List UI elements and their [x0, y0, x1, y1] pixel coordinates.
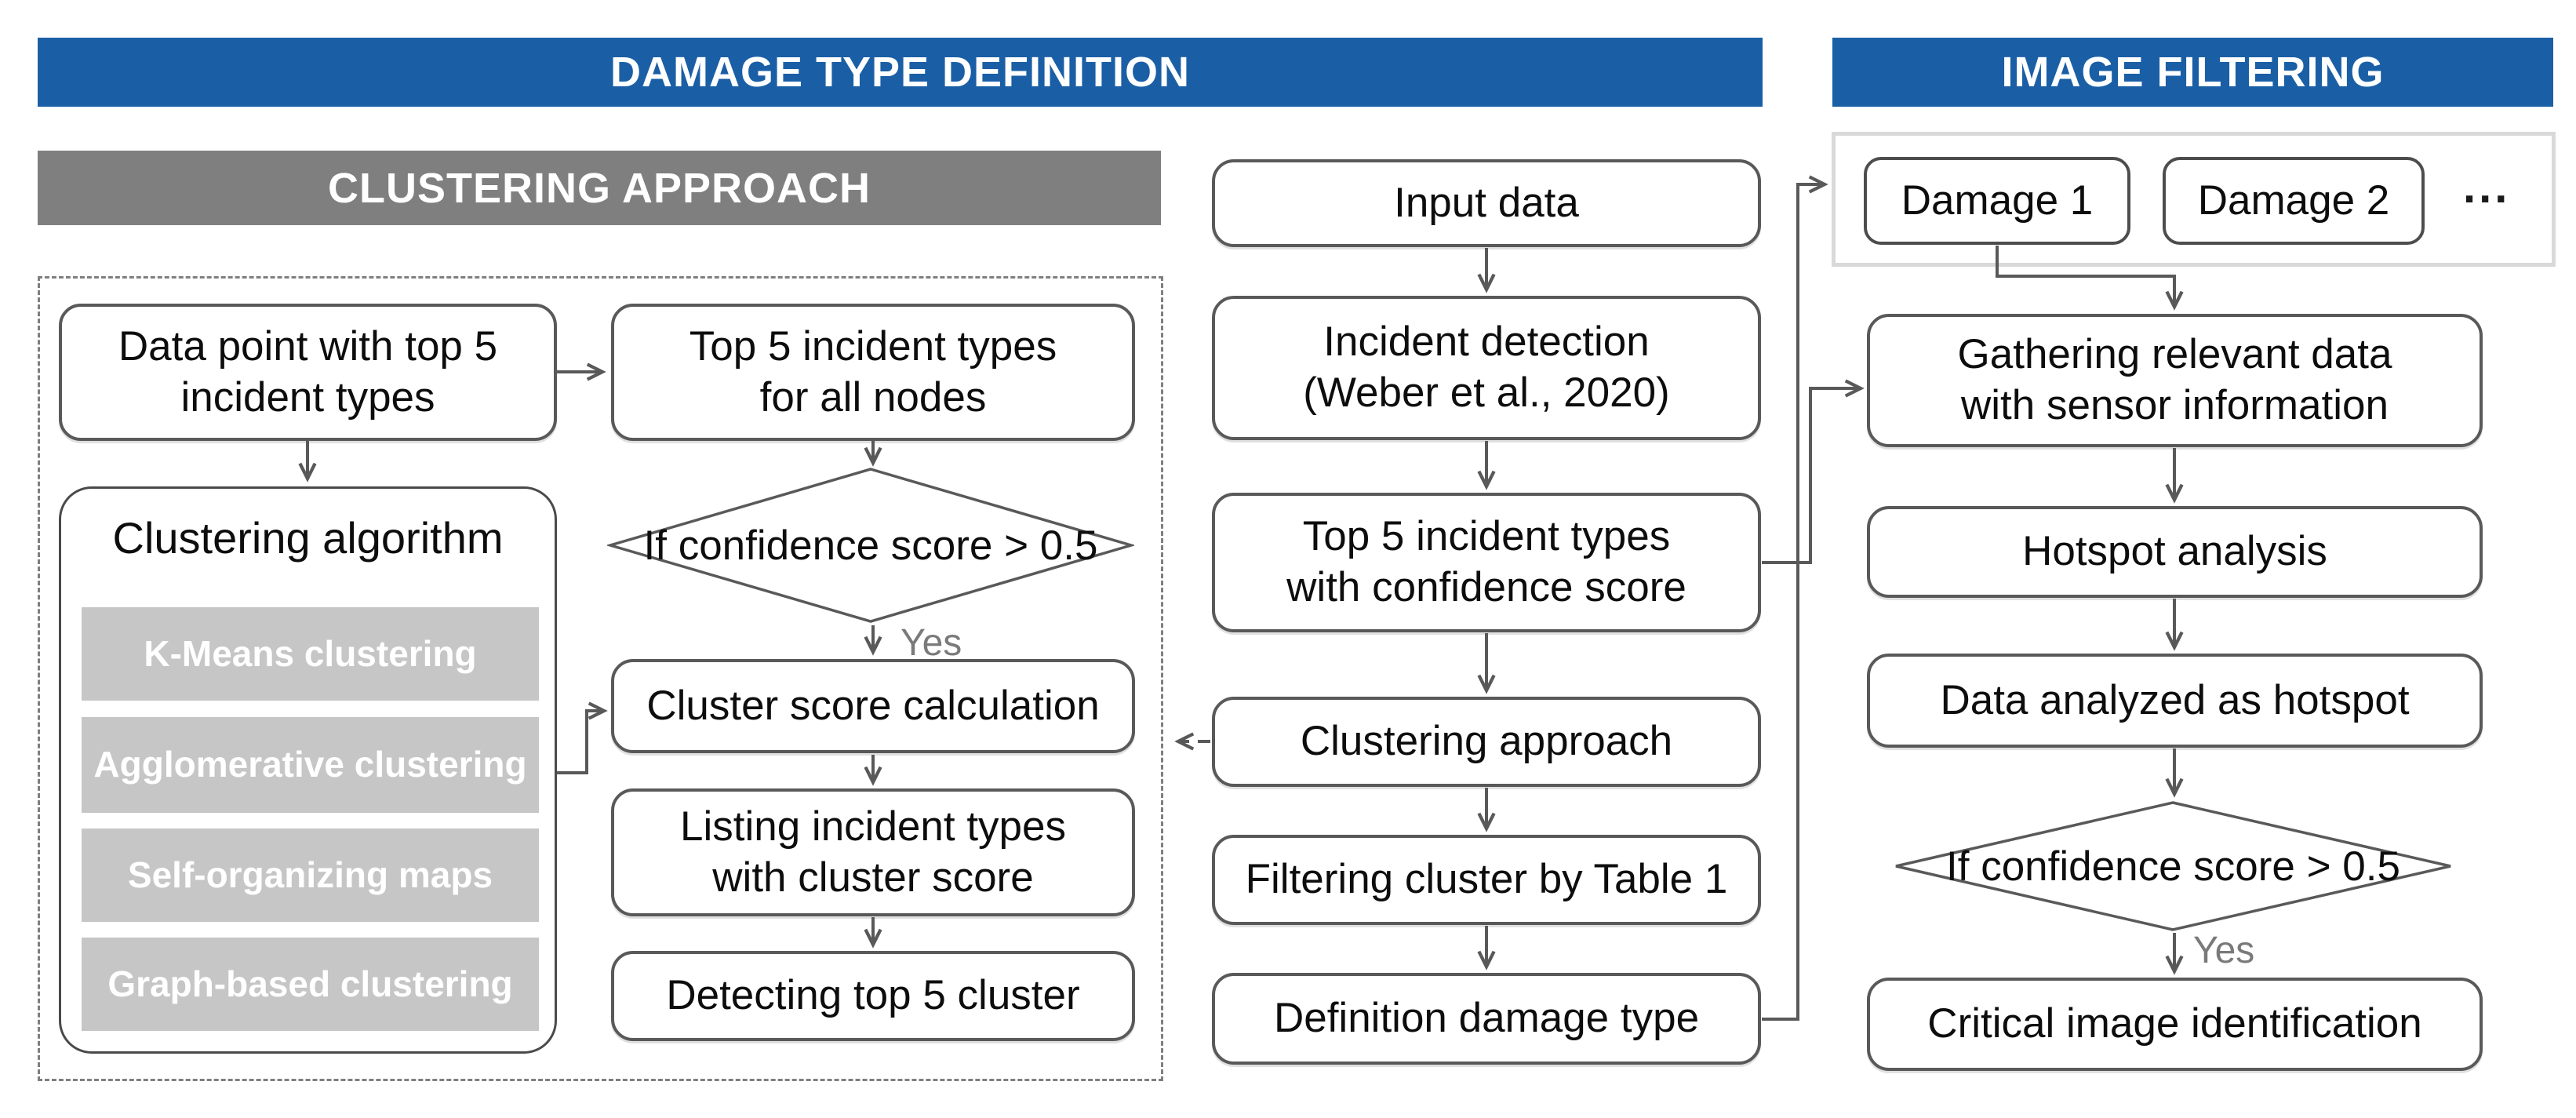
connector-top5-to-gathering: [1762, 379, 1865, 564]
clustering-algorithm-box: Clustering algorithm K-Means clustering …: [59, 486, 557, 1054]
node-damage-2: Damage 2: [2163, 157, 2425, 245]
node-definition-damage-type: Definition damage type: [1212, 973, 1761, 1065]
node-detecting-top5-cluster: Detecting top 5 cluster: [611, 951, 1135, 1041]
decision-confidence-clustering-label: If confidence score > 0.5: [643, 522, 1098, 569]
node-data-point: Data point with top 5 incident types: [59, 304, 557, 441]
method-graph-based: Graph-based clustering: [82, 938, 539, 1031]
node-cluster-score: Cluster score calculation: [611, 659, 1135, 753]
node-filtering-cluster: Filtering cluster by Table 1: [1212, 835, 1761, 925]
method-kmeans: K-Means clustering: [82, 607, 539, 701]
node-data-analyzed-hotspot: Data analyzed as hotspot: [1867, 654, 2483, 748]
yes-label-clustering: Yes: [901, 622, 962, 664]
node-incident-detection: Incident detection (Weber et al., 2020): [1212, 296, 1761, 440]
header-clustering-approach: CLUSTERING APPROACH: [38, 151, 1161, 225]
decision-diamond-shape: [607, 468, 1134, 623]
node-clustering-approach: Clustering approach: [1212, 697, 1761, 787]
yes-label-filtering: Yes: [2193, 930, 2255, 971]
header-damage-type-definition: DAMAGE TYPE DEFINITION: [38, 38, 1763, 107]
node-damage-1: Damage 1: [1864, 157, 2130, 245]
method-som: Self-organizing maps: [82, 828, 539, 922]
connector-definition-to-damagelist: [1762, 175, 1828, 1021]
damage-ellipsis: ...: [2463, 162, 2511, 213]
node-top5-all-nodes: Top 5 incident types for all nodes: [611, 304, 1135, 441]
node-input-data: Input data: [1212, 159, 1761, 247]
node-gathering-data: Gathering relevant data with sensor info…: [1867, 314, 2483, 447]
node-hotspot-analysis: Hotspot analysis: [1867, 506, 2483, 598]
node-top5-confidence: Top 5 incident types with confidence sco…: [1212, 493, 1761, 632]
node-critical-image-identification: Critical image identification: [1867, 978, 2483, 1071]
method-agglomerative: Agglomerative clustering: [82, 717, 539, 813]
clustering-algorithm-title: Clustering algorithm: [112, 513, 504, 563]
decision-confidence-filtering-label: If confidence score > 0.5: [1946, 843, 2400, 890]
decision-confidence-clustering: If confidence score > 0.5: [607, 467, 1134, 624]
decision-confidence-filtering: If confidence score > 0.5: [1893, 800, 2454, 932]
node-listing-incident-types: Listing incident types with cluster scor…: [611, 788, 1135, 916]
decision-diamond-shape: [1895, 801, 2451, 931]
clustering-panel-border: [38, 276, 1163, 1081]
header-image-filtering: IMAGE FILTERING: [1832, 38, 2553, 107]
